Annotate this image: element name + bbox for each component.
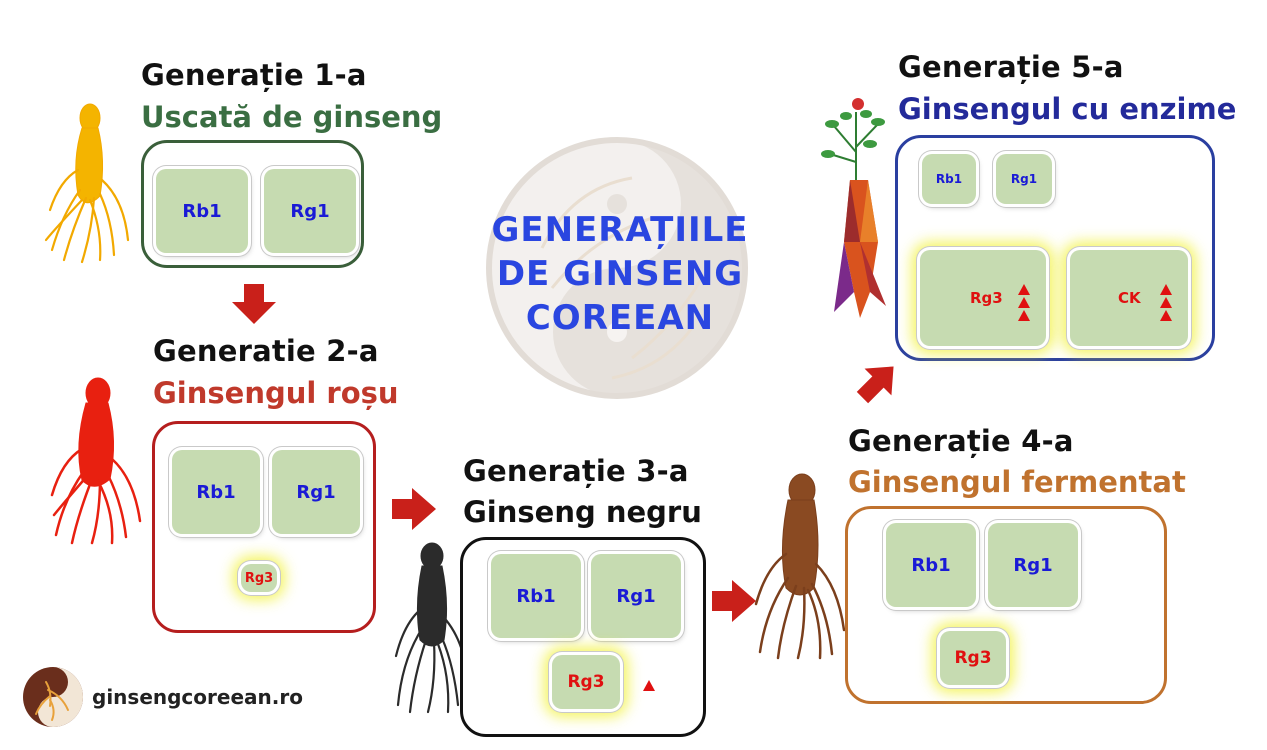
gen2-box: Rb1 Rg1 Rg3	[152, 421, 376, 633]
brand-site-name[interactable]: ginsengcoreean.ro	[92, 685, 303, 709]
red-ginseng-root-icon	[50, 377, 142, 545]
arrow-down-icon	[232, 284, 276, 324]
gen3-cell-rg3: Rg3	[552, 655, 620, 709]
increase-triangle-icon	[1018, 310, 1030, 321]
yin-yang-watermark-icon	[486, 137, 748, 399]
gen3-title: Generație 3-a	[463, 454, 689, 488]
brand-logo-icon	[23, 667, 83, 727]
gen5-cell-rb1: Rb1	[922, 154, 976, 204]
diagram-title-line3: COREEAN	[525, 298, 715, 338]
gen4-title: Generație 4-a	[848, 424, 1074, 458]
gen3-subtitle: Ginseng negru	[463, 495, 702, 529]
enzyme-ginseng-plant-icon	[821, 98, 886, 318]
gen2-cell-rg3: Rg3	[241, 564, 277, 592]
gen1-cell-rg1: Rg1	[264, 169, 356, 253]
diagram-title-line2: DE GINSENG	[496, 254, 744, 294]
gen3-cell-rb1: Rb1	[491, 554, 581, 638]
black-ginseng-root-icon	[394, 542, 470, 714]
diagram-title: GENERAȚIILE DE GINSENG COREEAN	[470, 208, 770, 340]
gen4-cell-rg3: Rg3	[940, 631, 1006, 685]
increase-triangle-icon	[1160, 297, 1172, 308]
gen1-box: Rb1 Rg1	[141, 140, 364, 268]
gen5-cell-rg1: Rg1	[996, 154, 1052, 204]
gen5-subtitle: Ginsengul cu enzime	[898, 92, 1237, 126]
arrow-right-icon	[392, 488, 436, 530]
arrow-right-icon	[712, 580, 756, 622]
increase-triangle-icon	[1018, 284, 1030, 295]
gen2-title: Generatie 2-a	[153, 334, 379, 368]
gen4-cell-rg1: Rg1	[988, 523, 1078, 607]
increase-triangle-icon	[643, 680, 655, 691]
gen2-cell-rb1: Rb1	[172, 450, 260, 534]
yellow-ginseng-root-icon	[44, 103, 130, 264]
gen3-cell-rg1: Rg1	[591, 554, 681, 638]
increase-triangle-icon	[1160, 284, 1172, 295]
increase-triangle-icon	[1160, 310, 1172, 321]
diagram-title-line1: GENERAȚIILE	[491, 210, 749, 250]
gen4-subtitle: Ginsengul fermentat	[848, 465, 1186, 499]
gen2-cell-rg1: Rg1	[272, 450, 360, 534]
gen1-cell-rb1: Rb1	[156, 169, 248, 253]
gen5-box: Rb1 Rg1 Rg3 CK	[895, 135, 1215, 361]
gen1-subtitle: Uscată de ginseng	[141, 100, 443, 134]
gen2-subtitle: Ginsengul roșu	[153, 376, 399, 410]
gen5-title: Generație 5-a	[898, 50, 1124, 84]
arrow-up-icon	[856, 366, 894, 404]
gen4-cell-rb1: Rb1	[886, 523, 976, 607]
brown-ginseng-root-icon	[754, 473, 846, 660]
increase-triangle-icon	[1018, 297, 1030, 308]
gen3-box: Rb1 Rg1 Rg3	[460, 537, 706, 737]
gen1-title: Generație 1-a	[141, 58, 367, 92]
gen4-box: Rb1 Rg1 Rg3	[845, 506, 1167, 704]
